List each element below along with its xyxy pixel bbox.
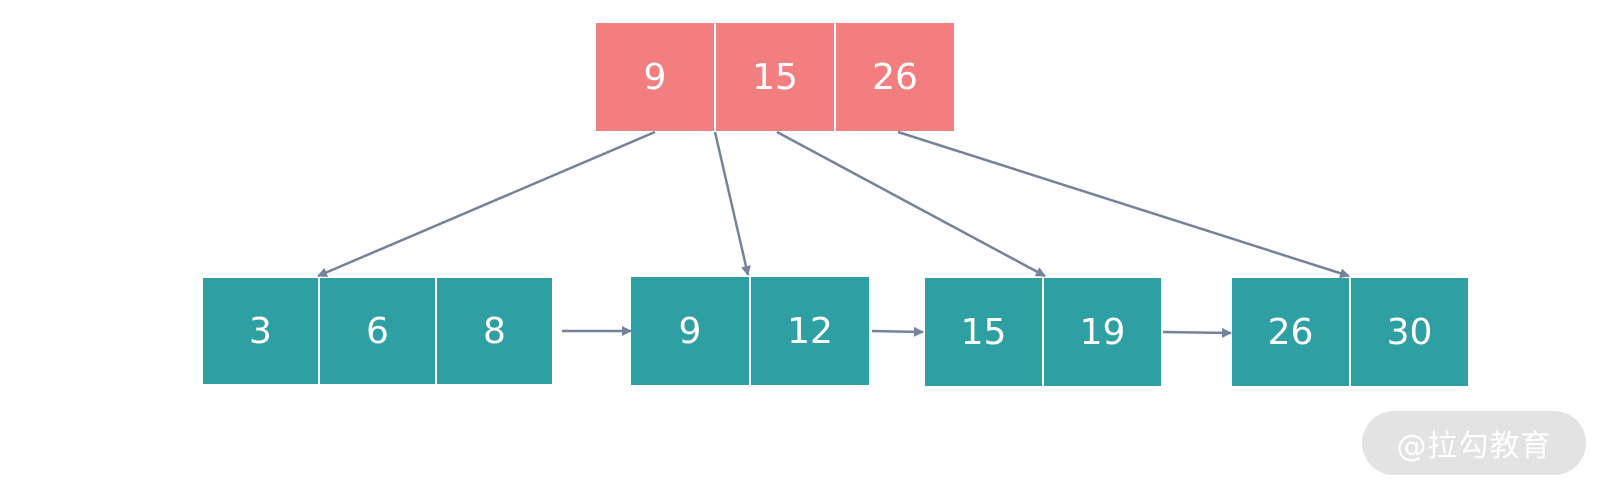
- root-node: 9 15 26: [596, 23, 954, 131]
- leaf-link-arrow-2: [871, 326, 924, 337]
- leaf-3-key-2: 19: [1044, 278, 1161, 386]
- leaf-2-key-2: 12: [751, 277, 869, 385]
- leaf-4-key-2: 30: [1351, 278, 1468, 386]
- watermark-text: @拉勾教育: [1396, 429, 1552, 464]
- pointer-arrow-root-to-leaf-1: [317, 130, 656, 278]
- root-key-2: 15: [716, 23, 834, 131]
- leaf-1-key-2: 6: [320, 278, 435, 384]
- leaf-node-1: 3 6 8: [203, 278, 552, 384]
- leaf-link-arrow-3: [1162, 327, 1232, 338]
- pointer-arrow-root-to-leaf-2: [713, 131, 751, 276]
- root-key-1: 9: [596, 23, 714, 131]
- leaf-2-key-1: 9: [631, 277, 749, 385]
- pointer-arrow-root-to-leaf-3: [776, 130, 1046, 278]
- leaf-4-key-1: 26: [1232, 278, 1349, 386]
- root-key-3: 26: [836, 23, 954, 131]
- pointer-arrow-root-to-leaf-4: [897, 130, 1350, 279]
- leaf-1-key-1: 3: [203, 278, 318, 384]
- leaf-node-3: 15 19: [925, 278, 1161, 386]
- leaf-3-key-1: 15: [925, 278, 1042, 386]
- leaf-node-2: 9 12: [631, 277, 869, 385]
- leaf-node-4: 26 30: [1232, 278, 1468, 386]
- watermark-badge: @拉勾教育: [1362, 411, 1586, 475]
- leaf-1-key-3: 8: [437, 278, 552, 384]
